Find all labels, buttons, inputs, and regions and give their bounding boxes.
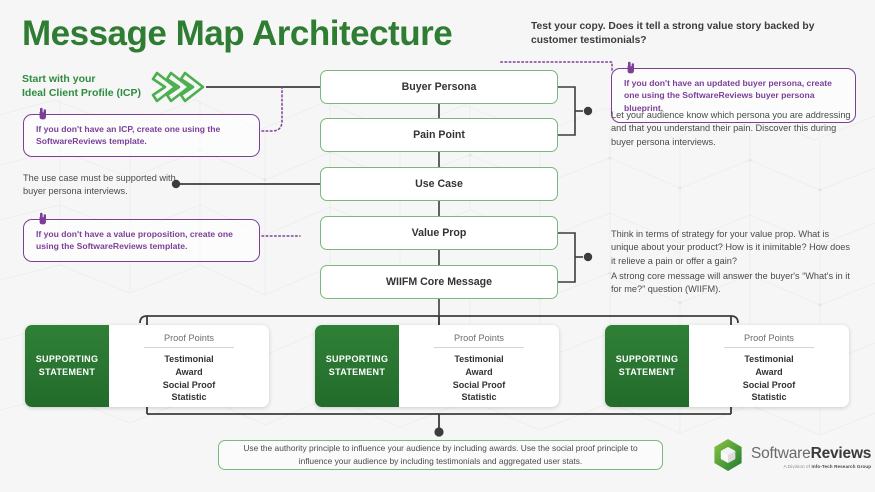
footer-note: Use the authority principle to influence… [218, 440, 663, 470]
divider [434, 347, 524, 348]
callout-icp-text: If you don't have an ICP, create one usi… [36, 124, 221, 147]
callout-icp: If you don't have an ICP, create one usi… [23, 107, 260, 157]
page-title: Message Map Architecture [22, 14, 453, 53]
supporting-statement-card[interactable]: SUPPORTING STATEMENT Proof Points Testim… [25, 325, 269, 407]
proof-points-panel: Proof Points Testimonial Award Social Pr… [109, 325, 269, 407]
callout-buyer-persona: If you don't have an updated buyer perso… [611, 61, 856, 124]
bracket-value-wiifm [558, 232, 576, 283]
callout-value-prop-text: If you don't have a value proposition, c… [36, 229, 233, 252]
note-value-prop: Think in terms of strategy for your valu… [611, 229, 851, 266]
logo-name: SoftwareReviews [751, 444, 872, 462]
hand-pointer-icon [37, 107, 49, 121]
page-subtitle: Test your copy. Does it tell a strong va… [531, 21, 815, 46]
logo-text-block: SoftwareReviews A Division of Info-Tech … [751, 444, 872, 470]
supporting-statement-label: SUPPORTING STATEMENT [315, 325, 399, 407]
dotted-buyerpersona-callout [499, 61, 613, 71]
flow-box-value-prop[interactable]: Value Prop [320, 216, 558, 250]
flow-box-use-case[interactable]: Use Case [320, 167, 558, 201]
note-use-case: The use case must be supported with buye… [23, 173, 176, 197]
hand-pointer-icon [625, 61, 637, 75]
callout-value-prop: If you don't have a value proposition, c… [23, 212, 260, 262]
proof-points-list: Testimonial Award Social Proof Statistic [162, 354, 216, 403]
double-chevron-right-icon [151, 63, 207, 111]
divider [724, 347, 814, 348]
proof-points-title: Proof Points [743, 333, 795, 343]
softwarereviews-logo: SoftwareReviews A Division of Info-Tech … [712, 438, 871, 477]
proof-points-title: Proof Points [453, 333, 505, 343]
proof-points-list: Testimonial Award Social Proof Statistic [742, 354, 796, 403]
dotted-icp-to-flow [261, 86, 283, 132]
start-label: Start with your Ideal Client Profile (IC… [22, 73, 142, 100]
note-wiifm: A strong core message will answer the bu… [611, 271, 850, 295]
note-buyer-persona: Let your audience know which persona you… [611, 110, 851, 147]
divider [144, 347, 234, 348]
callout-buyer-persona-text: If you don't have an updated buyer perso… [624, 78, 832, 113]
connector-dot-value-wiifm [583, 252, 593, 262]
flow-box-pain-point[interactable]: Pain Point [320, 118, 558, 152]
hand-pointer-icon [37, 212, 49, 226]
proof-points-title: Proof Points [163, 333, 215, 343]
logo-tagline: A Division of Info-Tech Research Group [783, 463, 872, 469]
supporting-statement-card[interactable]: SUPPORTING STATEMENT Proof Points Testim… [605, 325, 849, 407]
proof-points-panel: Proof Points Testimonial Award Social Pr… [689, 325, 849, 407]
proof-points-list: Testimonial Award Social Proof Statistic [452, 354, 506, 403]
connector-dot-footer [434, 427, 444, 437]
flow-box-buyer-persona[interactable]: Buyer Persona [320, 70, 558, 104]
hexagon-cube-logo-icon [712, 438, 744, 477]
supporting-statement-label: SUPPORTING STATEMENT [25, 325, 109, 407]
flow-box-wiifm-core-message[interactable]: WIIFM Core Message [320, 265, 558, 299]
connector-dot-persona-pain [583, 106, 593, 116]
supporting-statement-label: SUPPORTING STATEMENT [605, 325, 689, 407]
proof-points-panel: Proof Points Testimonial Award Social Pr… [399, 325, 559, 407]
supporting-statement-card[interactable]: SUPPORTING STATEMENT Proof Points Testim… [315, 325, 559, 407]
bracket-persona-pain [558, 86, 576, 136]
